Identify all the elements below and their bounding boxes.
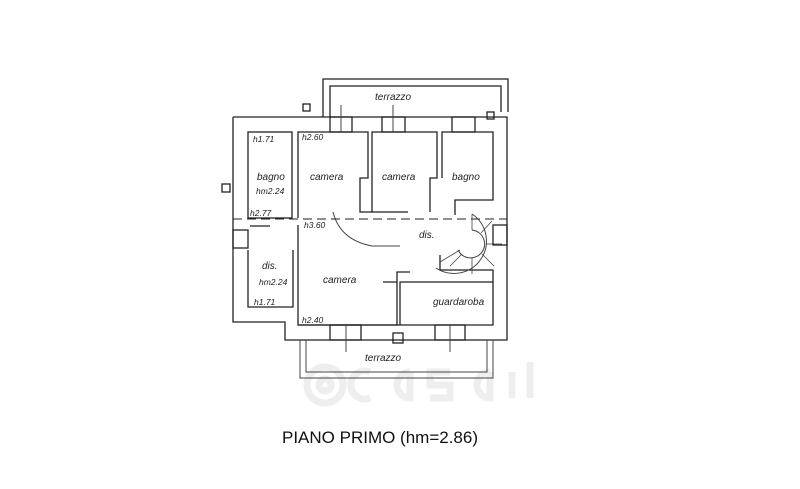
height-label: h1.71: [253, 134, 275, 144]
chimney-icon: [392, 332, 404, 344]
room-label: terrazzo: [375, 92, 412, 103]
height-label: h3.60: [304, 220, 326, 230]
spiral-stair: [435, 213, 502, 274]
room-label: terrazzo: [365, 353, 402, 364]
room-label: dis.: [262, 261, 278, 272]
height-label: h2.60: [302, 132, 324, 142]
plan-title: PIANO PRIMO (hm=2.86): [281, 428, 479, 447]
height-label: h2.77: [250, 208, 272, 218]
chimney-icon: [302, 103, 311, 112]
chimney-icon: [486, 111, 495, 120]
interior-walls: [233, 131, 507, 326]
watermark-logo: [303, 362, 534, 407]
height-label: hm2.24: [259, 277, 288, 287]
room-label: dis.: [419, 230, 435, 241]
outer-wall: [221, 103, 508, 344]
terrazzo-top: [322, 78, 509, 117]
room-label: camera: [323, 275, 357, 286]
room-label: camera: [310, 172, 344, 183]
room-label: camera: [382, 172, 416, 183]
height-label: h1.71: [254, 297, 276, 307]
room-label: bagno: [257, 172, 285, 183]
height-label: h2.40: [302, 315, 324, 325]
chimney-icon: [221, 183, 231, 193]
height-label: hm2.24: [256, 186, 285, 196]
room-label: bagno: [452, 172, 480, 183]
windows: [232, 105, 508, 352]
room-label: guardaroba: [433, 297, 485, 308]
terrazzo-bottom: [299, 340, 494, 379]
